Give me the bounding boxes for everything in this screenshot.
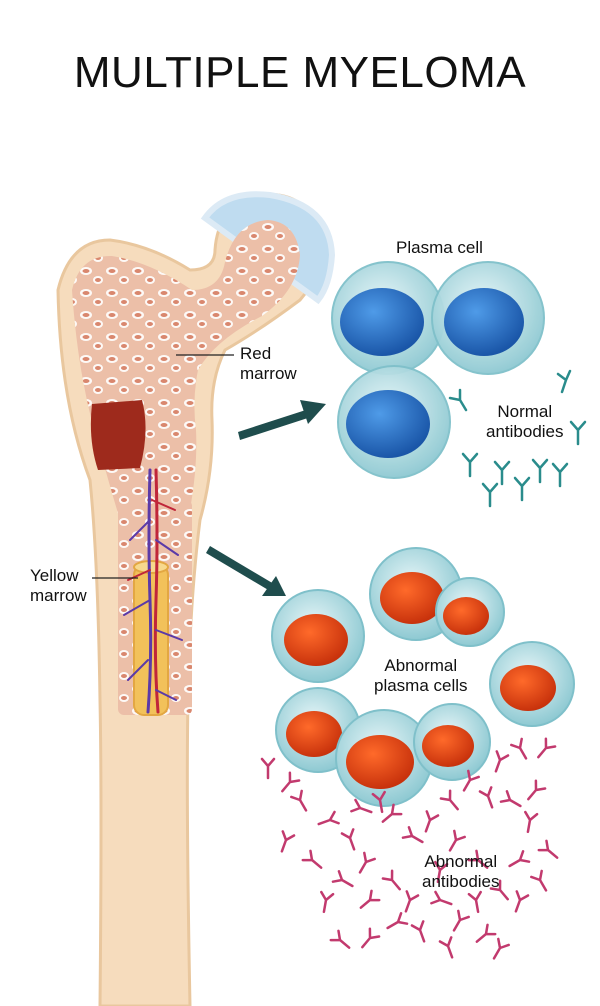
abnormal-antibody-icon xyxy=(404,890,420,913)
abnormal-plasma-cells-label: Abnormal plasma cells xyxy=(374,656,468,695)
abnormal-antibody-icon xyxy=(260,757,276,780)
abnormal-antibody-icon xyxy=(508,850,531,868)
abnormal-plasma-cell xyxy=(413,703,491,781)
abnormal-antibody-icon xyxy=(467,849,489,869)
abnormal-antibody-icon xyxy=(467,890,482,914)
abnormal-antibody-icon xyxy=(371,790,386,814)
abnormal-antibody-icon xyxy=(381,869,401,891)
abnormal-antibody-icon xyxy=(438,936,454,959)
abnormal-antibody-icon xyxy=(350,798,373,814)
abnormal-antibody-icon xyxy=(510,737,528,760)
abnormal-antibody-icon xyxy=(401,826,424,844)
abnormal-antibody-icon xyxy=(537,839,559,859)
abnormal-antibody-icon xyxy=(475,923,497,943)
normal-antibodies xyxy=(448,369,587,508)
abnormal-antibody-icon xyxy=(478,786,494,809)
abnormal-antibody-icon xyxy=(489,879,509,901)
abnormal-antibody-icon xyxy=(514,890,530,913)
abnormal-antibody-icon xyxy=(320,890,335,914)
abnormal-antibody-icon xyxy=(452,909,470,932)
abnormal-antibody-icon xyxy=(386,912,409,930)
normal-antibodies-label: Normal antibodies xyxy=(486,402,564,441)
abnormal-antibody-icon xyxy=(537,737,557,759)
abnormal-antibody-icon xyxy=(448,829,466,852)
abnormal-antibody-icon xyxy=(290,789,308,812)
abnormal-antibody-icon xyxy=(331,870,354,888)
normal-plasma-cell xyxy=(337,365,451,479)
abnormal-antibodies xyxy=(260,737,559,960)
page-title: MULTIPLE MYELOMA xyxy=(73,48,527,97)
normal-plasma-cell xyxy=(431,261,545,375)
abnormal-antibody-icon xyxy=(359,889,381,909)
abnormal-antibody-icon xyxy=(281,771,301,793)
abnormal-antibody-icon xyxy=(381,803,403,823)
abnormal-antibody-icon xyxy=(361,927,381,949)
abnormal-antibody-icon xyxy=(439,789,459,811)
abnormal-antibody-icon xyxy=(358,851,376,874)
myeloma-lesion xyxy=(90,400,146,470)
yellow-marrow-label: Yellow marrow xyxy=(30,566,87,605)
plasma-cell-label: Plasma cell xyxy=(396,238,483,257)
abnormal-antibody-icon xyxy=(462,769,480,792)
abnormal-antibody-icon xyxy=(280,830,296,853)
blood-vessels xyxy=(123,468,183,714)
abnormal-antibody-icon xyxy=(434,860,449,884)
arrow-to-plasma xyxy=(238,400,326,440)
abnormal-plasma-cell xyxy=(271,589,365,683)
abnormal-antibody-icon xyxy=(301,849,323,869)
abnormal-antibody-icon xyxy=(430,890,453,906)
abnormal-antibody-icon xyxy=(410,920,426,943)
abnormal-antibody-icon xyxy=(424,810,440,833)
abnormal-antibody-icon xyxy=(499,790,522,808)
abnormal-antibody-icon xyxy=(317,810,340,826)
abnormal-antibody-icon xyxy=(527,779,547,801)
abnormal-antibody-icon xyxy=(530,869,548,892)
red-marrow-label: Red marrow xyxy=(240,344,297,383)
abnormal-antibody-icon xyxy=(329,929,351,949)
normal-plasma-cell xyxy=(331,261,445,375)
abnormal-plasma-cell xyxy=(489,641,575,727)
abnormal-antibodies-label: Abnormal antibodies xyxy=(422,852,500,891)
arrow-to-abnormal xyxy=(206,546,286,596)
abnormal-plasma-cell xyxy=(335,709,433,807)
abnormal-antibody-icon xyxy=(524,810,539,834)
abnormal-antibody-icon xyxy=(494,750,510,773)
abnormal-plasma-cell xyxy=(435,577,505,647)
abnormal-antibody-icon xyxy=(340,828,356,851)
abnormal-antibody-icon xyxy=(492,937,510,960)
